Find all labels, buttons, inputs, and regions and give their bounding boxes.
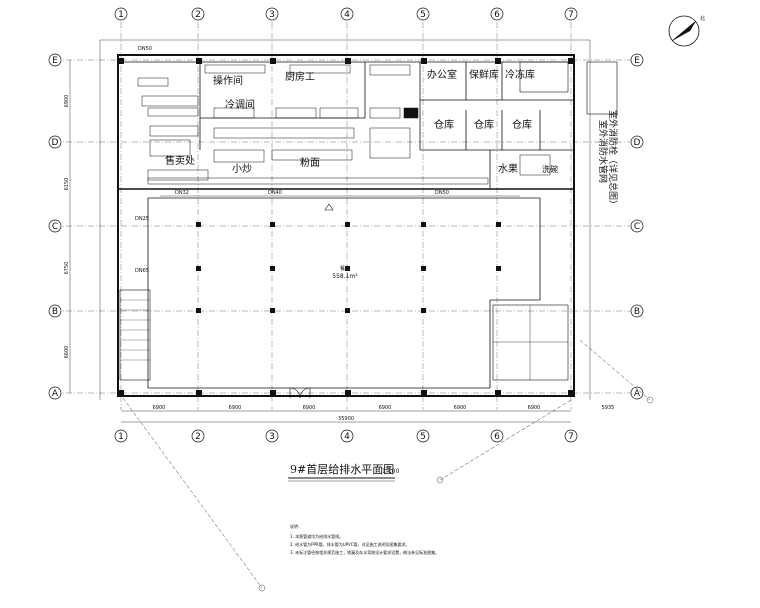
pipe-label: DN65	[135, 268, 149, 274]
dim-label: 6900	[454, 405, 467, 411]
room-label: 小炒	[232, 163, 252, 175]
room-label: 厨房工	[285, 70, 315, 83]
pipe-label: DN32	[175, 190, 189, 196]
notes: 说明： 1. 本图管道均为给排水管线。 2. 给水管为PPR管，排水管为UPVC…	[290, 523, 439, 555]
room-label: 冷调间	[225, 98, 255, 111]
dim-label: 6900	[379, 405, 392, 411]
axis-label: A	[52, 389, 59, 399]
room-area: 558.1m²	[332, 273, 358, 280]
axis-top: 1 2 3 4 5 6 7	[114, 7, 578, 410]
entrance-doors	[289, 203, 334, 399]
north-label: 北	[700, 15, 705, 22]
right-note-line: 室外消防水管网	[597, 120, 609, 183]
dim-total: 35900	[338, 416, 354, 422]
right-note-line: 室外消防栓（详见总图）	[607, 110, 619, 209]
room-label: 售卖处	[165, 154, 195, 167]
room-label: 餐厅	[340, 265, 350, 272]
axis-left: E D C B A	[48, 53, 640, 400]
axis-label: C	[634, 222, 640, 232]
dim-label: 6900	[64, 95, 70, 108]
pipe-label: DN50	[138, 46, 152, 52]
dim-label: 5935	[602, 405, 615, 411]
note-line: 3. 未标注管径按相关规范施工，地漏及存水弯按设计要求设置，做法参见标准图集。	[290, 549, 439, 555]
axis-label: 3	[269, 10, 275, 20]
axis-label: B	[634, 307, 640, 317]
room-label: 仓库	[434, 118, 454, 131]
dim-label: 6900	[229, 405, 242, 411]
room-label: 仓库	[474, 118, 494, 131]
axis-label: 3	[269, 432, 275, 442]
right-note: 室外消防栓（详见总图） 室外消防水管网	[597, 110, 619, 209]
dim-label: 6900	[153, 405, 166, 411]
axis-label: 2	[195, 10, 201, 20]
axis-label: D	[52, 138, 59, 148]
axis-label: C	[52, 222, 58, 232]
axis-label: 7	[568, 10, 574, 20]
axis-label: 6	[494, 10, 500, 20]
axis-label: E	[634, 56, 640, 66]
axis-label: B	[52, 307, 58, 317]
dim-label: 6600	[64, 346, 70, 359]
room-label: 冷冻库	[505, 68, 535, 81]
room-labels: 操作间 厨房工 办公室 保鲜库 冷冻库 冷调间 仓库 仓库 仓库 售卖处 小炒 …	[165, 68, 558, 280]
axis-label: 4	[344, 432, 350, 442]
room-label: 洗碗	[542, 164, 558, 174]
axis-label: 5	[420, 432, 426, 442]
room-label: 办公室	[427, 68, 457, 81]
room-label: 粉面	[300, 156, 320, 169]
north-arrow-icon	[668, 15, 700, 47]
dim-label: 6900	[528, 405, 541, 411]
axis-bottom: 1 2 3 4 5 6 7	[114, 429, 578, 443]
room-label: 仓库	[512, 118, 532, 131]
kitchen-equipment	[137, 64, 551, 185]
axis-label: 1	[118, 432, 124, 442]
pipe-label: DN25	[135, 216, 149, 222]
notes-title: 说明：	[290, 523, 302, 529]
room-label: 水果	[498, 163, 518, 175]
drawing-title-text: 9#首层给排水平面图	[290, 462, 394, 476]
dim-label: 6150	[64, 178, 70, 191]
axis-label: 2	[195, 432, 201, 442]
dim-label: 6900	[303, 405, 316, 411]
pipe-labels: DN32 DN40 DN50 DN25 DN65 DN50	[135, 46, 449, 274]
pipe-label: DN50	[435, 190, 449, 196]
dimension-left: 6900 6150 6750 6600	[64, 60, 71, 393]
axis-label: 6	[494, 432, 500, 442]
pipe-runs	[99, 39, 654, 592]
drawing-title: 9#首层给排水平面图 1:100	[288, 462, 399, 482]
axis-label: 1	[118, 10, 124, 20]
axis-label: A	[634, 389, 641, 399]
room-label: 操作间	[213, 74, 243, 87]
axis-label: D	[634, 138, 641, 148]
note-line: 1. 本图管道均为给排水管线。	[290, 533, 343, 539]
drawing-scale: 1:100	[382, 468, 399, 475]
axis-label: 7	[568, 432, 574, 442]
dim-label: 6750	[64, 262, 70, 275]
note-line: 2. 给水管为PPR管，排水管为UPVC管，详见施工说明及图集要求。	[290, 541, 410, 547]
room-label: 保鲜库	[469, 68, 499, 81]
axis-label: E	[52, 56, 58, 66]
axis-right: E D C B A	[630, 53, 644, 400]
axis-label: 4	[344, 10, 350, 20]
dimension-bottom: 6900 6900 6900 6900 6900 6900 5935 35900	[121, 405, 615, 423]
pipe-label: DN40	[268, 190, 282, 196]
axis-label: 5	[420, 10, 426, 20]
dining-columns	[118, 58, 574, 396]
